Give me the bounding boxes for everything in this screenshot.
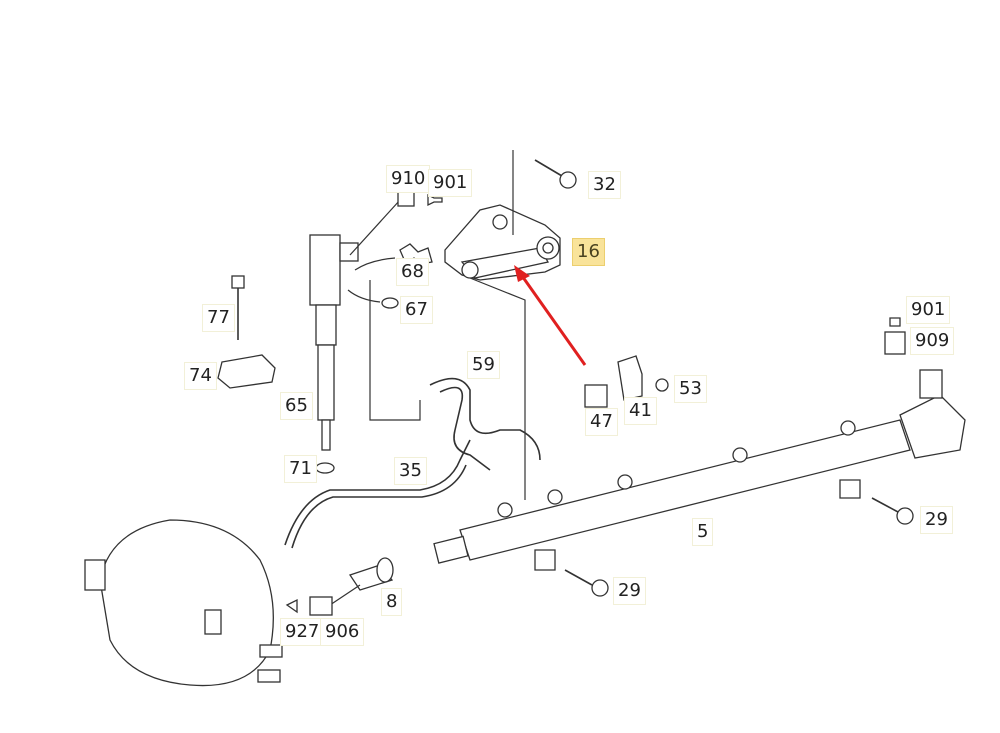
label-5[interactable]: 5 <box>692 518 714 546</box>
label-910[interactable]: 910 <box>386 165 431 193</box>
label-16-highlighted[interactable]: 16 <box>572 238 605 266</box>
part-5-fuel-rail[interactable] <box>433 369 966 571</box>
label-74[interactable]: 74 <box>184 362 217 390</box>
label-927[interactable]: 927 <box>280 618 325 646</box>
label-77[interactable]: 77 <box>202 304 235 332</box>
label-47[interactable]: 47 <box>585 408 618 436</box>
label-68[interactable]: 68 <box>396 258 429 286</box>
part-77-bolt <box>231 275 245 340</box>
label-71[interactable]: 71 <box>284 455 317 483</box>
label-59[interactable]: 59 <box>467 351 500 379</box>
label-29-bottom[interactable]: 29 <box>613 577 646 605</box>
part-32-bolt <box>534 159 577 189</box>
label-906[interactable]: 906 <box>320 618 365 646</box>
part-65-injector[interactable] <box>309 234 359 451</box>
label-53[interactable]: 53 <box>674 375 707 403</box>
label-35[interactable]: 35 <box>394 457 427 485</box>
part-74-clamp <box>217 354 276 389</box>
label-41[interactable]: 41 <box>624 397 657 425</box>
pump-assembly <box>99 519 274 687</box>
label-32[interactable]: 32 <box>588 171 621 199</box>
label-901-rail[interactable]: 901 <box>906 296 951 324</box>
label-29-right[interactable]: 29 <box>920 506 953 534</box>
label-65[interactable]: 65 <box>280 392 313 420</box>
label-8[interactable]: 8 <box>381 588 403 616</box>
part-16-bracket[interactable] <box>444 204 561 281</box>
label-909[interactable]: 909 <box>910 327 955 355</box>
label-67[interactable]: 67 <box>400 296 433 324</box>
pointer-arrow <box>514 265 587 366</box>
label-901[interactable]: 901 <box>428 169 473 197</box>
